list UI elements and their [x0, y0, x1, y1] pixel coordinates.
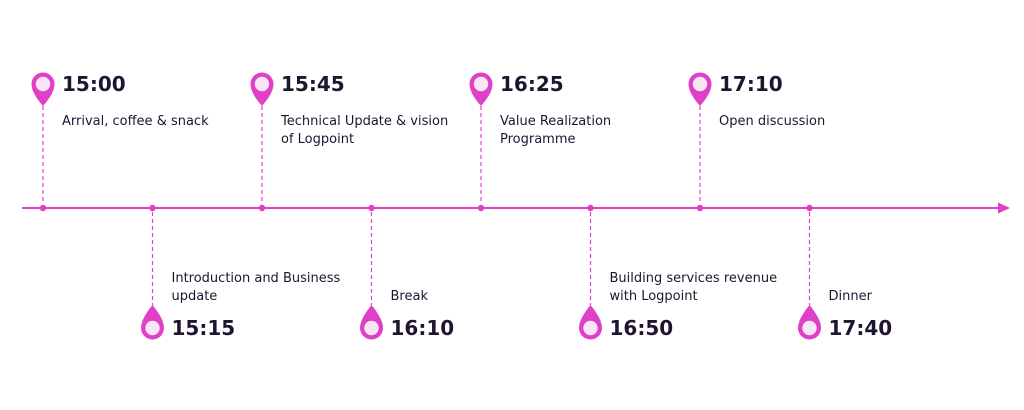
- event-description: Open discussion: [719, 114, 825, 129]
- location-pin-inner: [473, 76, 489, 92]
- event-time: 16:10: [391, 316, 455, 340]
- timeline-tick-dot: [149, 204, 156, 212]
- timeline-tick-dot: [39, 204, 47, 212]
- event-description: Technical Update & vision: [280, 114, 448, 129]
- timeline-arrow-icon: [998, 202, 1010, 214]
- event-description: Arrival, coffee & snack: [62, 114, 209, 129]
- location-pin-inner: [254, 76, 270, 92]
- timeline-tick-dot: [258, 204, 266, 212]
- timeline-event: 15:15 Introduction and Business update: [141, 204, 341, 340]
- timeline-event: 17:40 Dinner: [798, 204, 893, 340]
- timeline-event: 16:50 Building services revenue with Logpo…: [579, 204, 778, 340]
- event-time: 15:15: [172, 316, 236, 340]
- timeline-event: 16:10 Break: [360, 204, 455, 340]
- location-pin-inner: [364, 320, 379, 336]
- event-description: Programme: [500, 132, 576, 147]
- event-description: Building services revenue: [610, 271, 778, 286]
- event-time: 17:10: [719, 72, 783, 96]
- location-pin-inner: [692, 76, 708, 92]
- event-description: Dinner: [829, 289, 873, 304]
- location-pin-inner: [145, 320, 160, 336]
- event-description: with Logpoint: [610, 289, 698, 304]
- timeline-tick-dot: [477, 204, 485, 212]
- event-description: of Logpoint: [281, 132, 354, 147]
- event-description: update: [172, 289, 218, 304]
- location-pin-inner: [802, 320, 817, 336]
- timeline-tick-dot: [368, 204, 375, 212]
- event-time: 16:50: [610, 316, 674, 340]
- event-time: 17:40: [829, 316, 893, 340]
- timeline-tick-dot: [696, 204, 704, 212]
- location-pin-inner: [583, 320, 598, 336]
- event-time: 15:00: [62, 72, 126, 96]
- event-description: Break: [391, 289, 429, 304]
- timeline-tick-dot: [587, 204, 594, 212]
- location-pin-inner: [35, 76, 51, 92]
- event-description: Value Realization: [500, 114, 611, 129]
- event-time: 15:45: [281, 72, 345, 96]
- event-description: Introduction and Business: [172, 271, 341, 286]
- timeline-tick-dot: [806, 204, 813, 212]
- event-time: 16:25: [500, 72, 564, 96]
